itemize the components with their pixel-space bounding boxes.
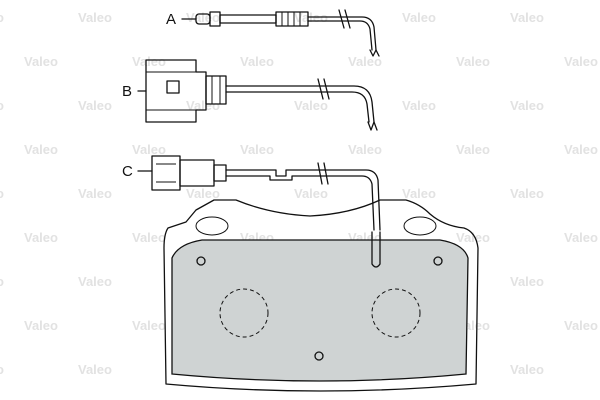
sensor-a-crimp [275,11,309,27]
sensor-c: C [122,155,381,231]
sensor-b-cable-end [367,121,378,131]
watermark-text: Valeo [24,318,58,333]
watermark-text: Valeo [564,318,598,333]
watermark-text: Valeo [564,142,598,157]
watermark-text: Valeo [294,98,328,113]
sensor-c-housing [179,159,215,187]
watermark-text: Valeo [510,98,544,113]
break-mark-a2 [344,9,351,29]
wear-sensor-slot [371,231,381,268]
notch-left [195,216,229,236]
sensor-b: B [122,59,378,131]
label-a: A [166,11,176,28]
watermark-text: Valeo [456,230,490,245]
break-mark-b2 [323,78,330,100]
piston-circle-left [219,288,269,338]
break-mark-a1 [338,9,345,29]
label-b: B [122,83,132,100]
sensor-a-cable-end [369,49,380,57]
watermark-text: Valeo [510,274,544,289]
sensor-b-pin-window [166,80,180,94]
sensor-c-cable-lower [225,175,375,231]
sensor-c-cable-upper [225,169,381,231]
watermark-text: Valeo [402,186,436,201]
notch-right [403,216,437,236]
watermark-text: Valeo [186,10,220,25]
watermark-text: Valeo [510,362,544,377]
watermark-text: Valeo [0,98,4,113]
watermark-text: Valeo [402,98,436,113]
watermark-text: Valeo [0,10,4,25]
watermark-text: Valeo [240,142,274,157]
sensor-a-body [219,14,277,24]
watermark-text: Valeo [348,142,382,157]
watermark-text: Valeo [78,186,112,201]
brake-pad [163,199,479,392]
sensor-b-boot [205,75,227,105]
break-mark-c1 [317,162,323,185]
watermark-text: Valeo [78,274,112,289]
watermark-text: Valeo [0,274,4,289]
label-c: C [122,163,133,180]
break-mark-c2 [323,162,329,185]
hole-right [433,256,443,266]
sensor-a: A [166,9,380,57]
watermark-text: Valeo [564,54,598,69]
sensor-c-boot [213,164,227,182]
sensor-b-connector [145,59,207,123]
watermark-text: Valeo [78,10,112,25]
sensor-a-cable-lower [307,20,373,51]
piston-circle-right [371,288,421,338]
watermark-text: Valeo [132,142,166,157]
backing-plate [163,199,479,392]
watermark-text: Valeo [24,230,58,245]
sensor-a-cable-upper [307,16,377,51]
watermark-text: Valeo [78,362,112,377]
watermark-text: Valeo [132,54,166,69]
watermark-text: Valeo [510,186,544,201]
hole-bottom [314,351,324,361]
watermark-text: Valeo [132,318,166,333]
watermark-text: Valeo [240,54,274,69]
watermark-text: Valeo [510,10,544,25]
sensor-b-cable-lower [225,91,370,123]
watermark-text: Valeo [456,142,490,157]
watermark-text: Valeo [0,362,4,377]
watermark-text: Valeo [24,142,58,157]
sensor-c-connector [151,155,181,191]
watermark-text: Valeo [564,230,598,245]
watermark-text: Valeo [294,186,328,201]
watermark-text: Valeo [186,186,220,201]
sensor-b-cable-upper [225,85,375,123]
hole-left [196,256,206,266]
watermark-text: Valeo [24,54,58,69]
watermark-text: Valeo [78,98,112,113]
watermark-text: Valeo [456,54,490,69]
watermark-text: Valeo [348,54,382,69]
break-mark-b1 [317,78,324,100]
watermark-text: Valeo [186,98,220,113]
watermark-text: Valeo [402,10,436,25]
watermark-text: Valeo [132,230,166,245]
watermark-text: Valeo [0,186,4,201]
friction-material [171,239,469,382]
